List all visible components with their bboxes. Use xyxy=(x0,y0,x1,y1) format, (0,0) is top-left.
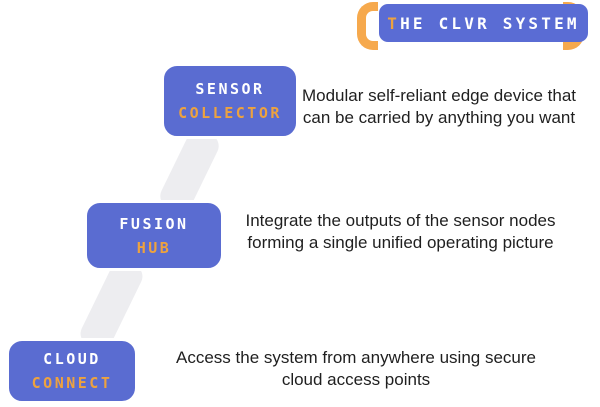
node-label-secondary: CONNECT xyxy=(31,374,113,392)
node-label-secondary: HUB xyxy=(136,238,172,257)
node-label-secondary: COLLECTOR xyxy=(178,104,282,122)
description-line: can be carried by anything you want xyxy=(302,108,576,127)
node-label-primary: FUSION xyxy=(119,214,189,233)
description-line: Modular self-reliant edge device that xyxy=(301,86,577,105)
title-text: HE CLVR SYSTEM xyxy=(400,13,580,33)
node-fusion-hub: FUSION HUB xyxy=(84,200,224,271)
description-line: cloud access points xyxy=(281,370,431,389)
left-bracket-icon xyxy=(357,2,378,50)
node-description-sensor-collector: Modular self-reliant edge device that ca… xyxy=(298,85,580,129)
node-label-primary: CLOUD xyxy=(43,350,101,368)
description-line: forming a single unified operating pictu… xyxy=(247,233,554,252)
node-description-fusion-hub: Integrate the outputs of the sensor node… xyxy=(240,210,561,254)
node-cloud-connect: CLOUD CONNECT xyxy=(6,338,138,404)
description-line: Access the system from anywhere using se… xyxy=(176,348,536,367)
node-sensor-collector: SENSOR COLLECTOR xyxy=(161,63,299,139)
node-label-primary: SENSOR xyxy=(195,80,265,98)
title-first-letter: T xyxy=(387,13,401,33)
description-line: Integrate the outputs of the sensor node… xyxy=(245,211,556,230)
node-description-cloud-connect: Access the system from anywhere using se… xyxy=(156,347,556,391)
